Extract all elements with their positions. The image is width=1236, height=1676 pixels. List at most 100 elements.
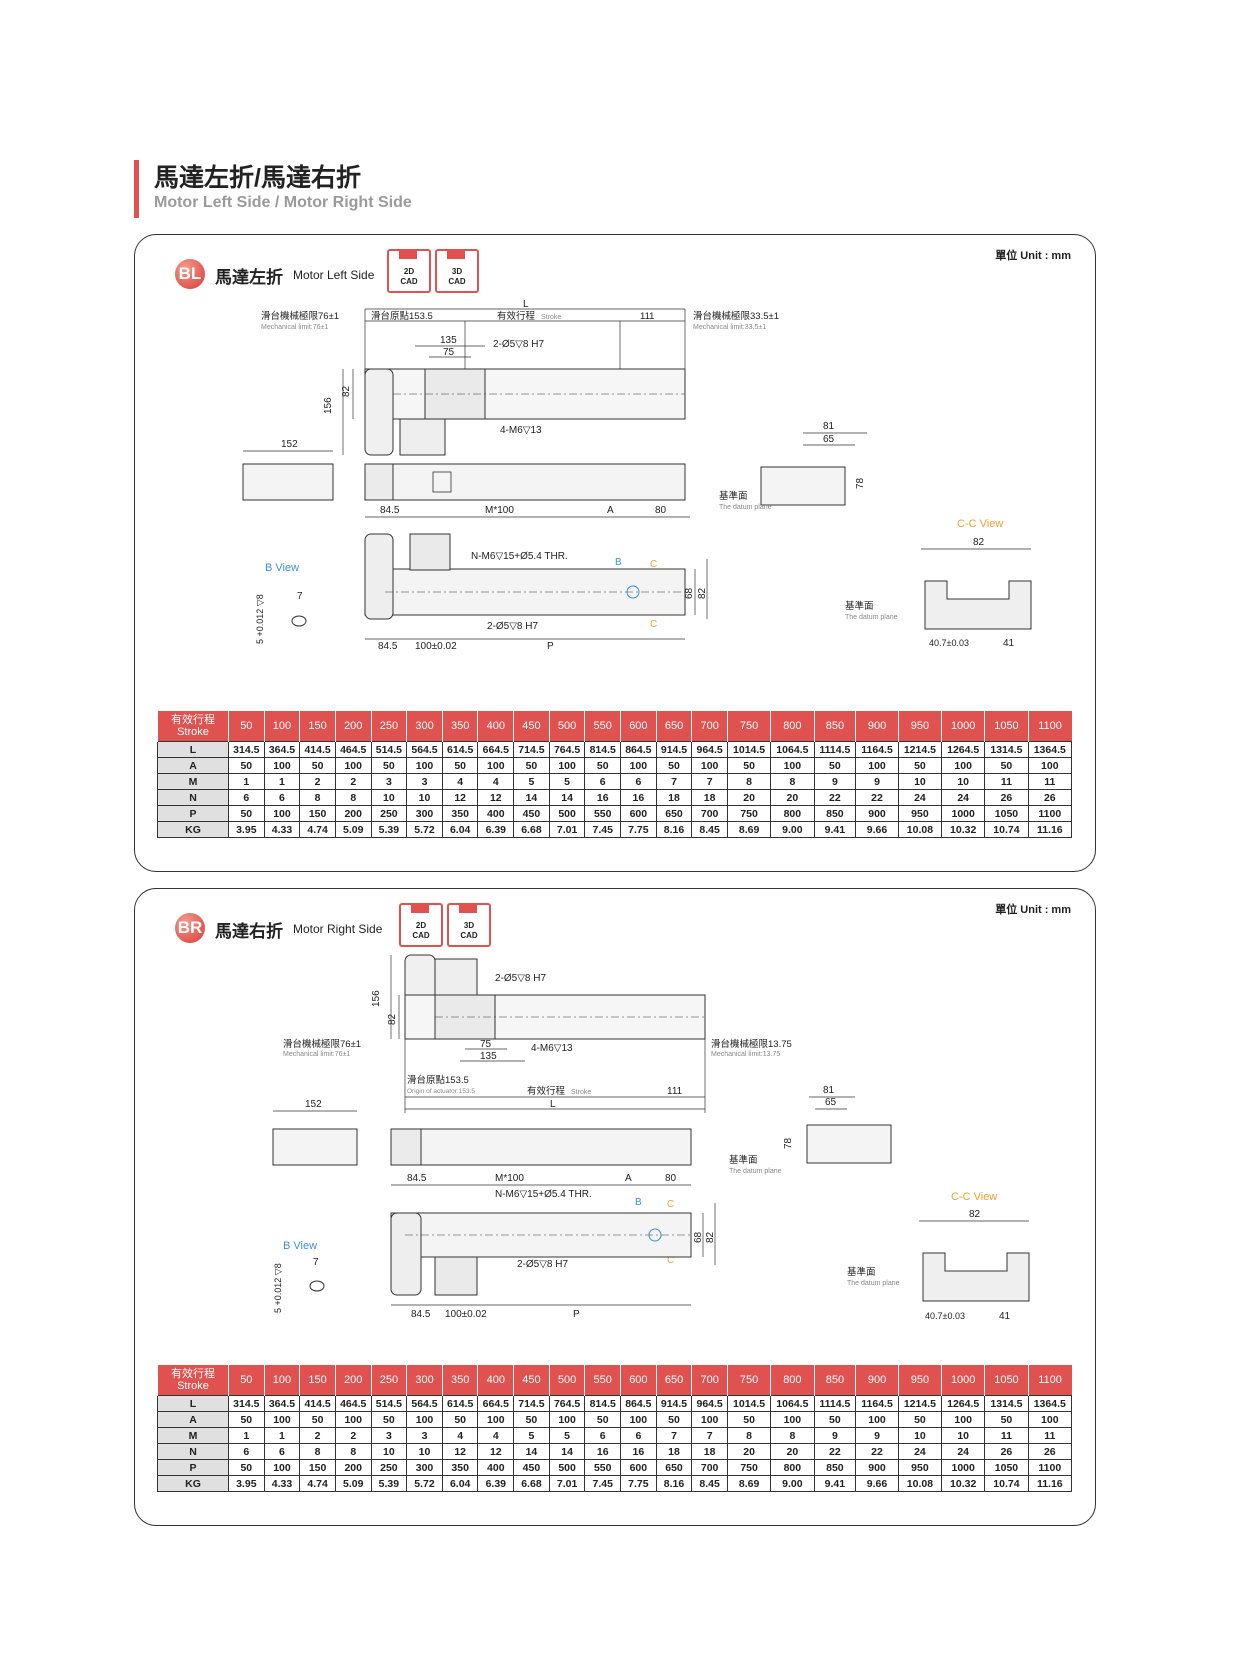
- dim-tol: 5 +0.012 ▽8: [255, 594, 265, 644]
- table-cell: 26: [1027, 1443, 1073, 1460]
- cad-3d-sub: CAD: [460, 931, 478, 940]
- label-C-top: C: [650, 559, 657, 570]
- stroke-header-cell: 100: [263, 711, 300, 742]
- stroke-header-cell: 1000: [941, 711, 985, 742]
- table-cell: 16: [620, 789, 657, 806]
- dim-L: L: [550, 1099, 556, 1110]
- table-cell: 100: [855, 757, 899, 774]
- dim-m100: M*100: [485, 505, 514, 516]
- table-cell: 464.5: [334, 741, 372, 758]
- dim-40-7: 40.7±0.03: [929, 638, 969, 648]
- dim-68: 68: [684, 587, 695, 599]
- table-cell: 50: [513, 757, 550, 774]
- table-cell: 8.16: [655, 821, 693, 838]
- table-cell: 100: [1027, 1411, 1073, 1428]
- dim-84-5: 84.5: [380, 505, 400, 516]
- table-cell: 50: [370, 1411, 408, 1428]
- table-cell: 2: [334, 1427, 372, 1444]
- table-cell: 2: [299, 773, 336, 790]
- table-cell: 10: [941, 773, 986, 790]
- table-cell: 22: [813, 1443, 857, 1460]
- table-cell: 664.5: [477, 741, 515, 758]
- table-cell: 9: [813, 1427, 857, 1444]
- table-cell: 14: [548, 1443, 586, 1460]
- dim-mech-left-en: Mechanical limit:76±1: [261, 324, 328, 331]
- row-label: L: [157, 741, 229, 758]
- table-cell: 8: [726, 1427, 772, 1444]
- table-cell: 750: [726, 805, 772, 822]
- table-cell: 100: [406, 1411, 443, 1428]
- table-cell: 8.69: [726, 821, 772, 838]
- dim-152: 152: [305, 1099, 322, 1110]
- dim-68: 68: [693, 1231, 704, 1243]
- dim-65: 65: [823, 434, 835, 445]
- table-cell: 8: [299, 1443, 336, 1460]
- table-cell: 24: [941, 789, 986, 806]
- dim-81: 81: [823, 1085, 835, 1096]
- table-cell: 100: [620, 757, 657, 774]
- table-cell: 964.5: [691, 741, 728, 758]
- table-cell: 10: [406, 789, 443, 806]
- table-cell: 26: [984, 1443, 1029, 1460]
- table-cell: 100: [855, 1411, 899, 1428]
- table-cell: 26: [984, 789, 1029, 806]
- table-cell: 5.09: [334, 821, 372, 838]
- table-cell: 6: [263, 789, 301, 806]
- row-label: N: [157, 1443, 229, 1460]
- table-cell: 2: [334, 773, 372, 790]
- dim-pin2: 2-Ø5▽8 H7: [517, 1259, 568, 1270]
- dim-stroke-en: Stroke: [541, 314, 561, 321]
- dim-135: 135: [440, 335, 457, 346]
- table-cell: 9: [855, 773, 899, 790]
- table-cell: 350: [441, 805, 479, 822]
- table-cell: 7.75: [620, 821, 657, 838]
- table-cell: 964.5: [691, 1395, 728, 1412]
- table-cell: 100: [263, 1459, 301, 1476]
- br-title-en: Motor Right Side: [293, 922, 383, 936]
- stroke-header-cell: 900: [855, 711, 899, 742]
- stroke-header-cell: 650: [655, 711, 692, 742]
- table-cell: 150: [299, 805, 336, 822]
- table-cell: 100: [334, 1411, 372, 1428]
- table-cell: 564.5: [406, 1395, 443, 1412]
- table-cell: 5.39: [370, 1475, 408, 1492]
- table-cell: 20: [726, 789, 772, 806]
- b-view-label: B View: [283, 1240, 317, 1252]
- stroke-header-cell: 200: [334, 1365, 372, 1396]
- dim-84-5-b: 84.5: [378, 641, 398, 652]
- table-cell: 364.5: [263, 1395, 301, 1412]
- table-cell: 1264.5: [941, 741, 986, 758]
- table-cell: 564.5: [406, 741, 443, 758]
- panel-motor-right: 單位 Unit : mm BR 馬達右折 Motor Right Side 2D…: [134, 888, 1096, 1526]
- row-label: KG: [157, 821, 229, 838]
- table-cell: 100: [263, 1411, 301, 1428]
- table-cell: 100: [1027, 757, 1073, 774]
- table-cell: 5.72: [406, 1475, 443, 1492]
- table-cell: 50: [813, 1411, 857, 1428]
- table-cell: 814.5: [584, 1395, 622, 1412]
- dim-7: 7: [313, 1257, 319, 1268]
- table-cell: 5: [548, 1427, 586, 1444]
- stroke-header-cell: 900: [855, 1365, 899, 1396]
- table-cell: 12: [477, 789, 515, 806]
- label-C-bottom: C: [650, 619, 657, 630]
- stroke-header-cell: 700: [691, 1365, 728, 1396]
- table-cell: 7.75: [620, 1475, 657, 1492]
- table-cell: 9.41: [813, 1475, 857, 1492]
- table-cell: 6.04: [441, 821, 479, 838]
- table-cell: 10.08: [897, 821, 943, 838]
- table-cell: 50: [984, 757, 1029, 774]
- table-cell: 100: [406, 757, 443, 774]
- dim-80: 80: [665, 1173, 677, 1184]
- table-cell: 1114.5: [813, 741, 857, 758]
- dim-pin: 2-Ø5▽8 H7: [493, 339, 544, 350]
- table-cell: 6: [228, 789, 265, 806]
- table-cell: 6.39: [477, 1475, 515, 1492]
